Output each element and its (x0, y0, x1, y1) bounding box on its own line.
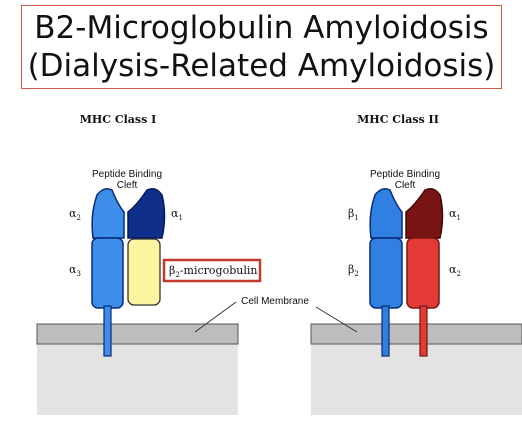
class1-cleft-label-line2: Cleft (117, 180, 138, 191)
class2-membrane-region (310, 323, 522, 415)
class1-transmembrane-stalk (103, 305, 112, 357)
title-line-1: B2-Microglobulin Amyloidosis (34, 10, 489, 46)
membrane-label: Cell Membrane (241, 296, 309, 307)
class1-alpha3-domain (91, 237, 124, 309)
class2-heading: MHC Class II (357, 113, 439, 126)
slide-title: B2-Microglobulin Amyloidosis (Dialysis-R… (21, 5, 502, 89)
b2m-highlight-box (162, 258, 262, 283)
class2-alpha-stalk (419, 305, 428, 357)
class2-beta2-label: β2 (348, 263, 359, 278)
class2-cytoplasm (311, 344, 522, 415)
class1-b2m-domain (127, 238, 161, 306)
class2-alpha2-label: α2 (449, 263, 461, 278)
class2-beta1-domain (369, 188, 403, 239)
class2-alpha1-label: α1 (449, 207, 461, 222)
class1-cytoplasm (37, 344, 238, 415)
b2m-label: β2-microgobulin (169, 264, 257, 279)
class2-beta1-label: β1 (348, 207, 359, 222)
class1-membrane (36, 323, 239, 345)
class2-cleft-label-line2: Cleft (395, 180, 416, 191)
mhc-class-1: Peptide Binding Cleft α2 α1 α3 β2-microg… (69, 169, 262, 357)
class2-alpha1-domain (405, 188, 444, 239)
class1-membrane-region (36, 323, 239, 415)
mhc-class-2: Peptide Binding Cleft β1 α1 β2 α2 (348, 169, 461, 357)
class1-alpha1-domain (127, 188, 166, 239)
class2-beta-stalk (381, 305, 390, 357)
membrane-pointer-left (194, 301, 237, 333)
class2-alpha2-domain (406, 237, 440, 309)
membrane-pointer-right (315, 306, 358, 333)
class2-membrane (310, 323, 522, 345)
class1-alpha2-domain (91, 188, 125, 239)
class1-alpha1-label: α1 (171, 207, 183, 222)
class2-cleft-label-line1: Peptide Binding (370, 169, 440, 180)
class2-beta2-domain (369, 237, 403, 309)
class1-cleft-label-line1: Peptide Binding (92, 169, 162, 180)
title-line-2: (Dialysis-Related Amyloidosis) (27, 48, 496, 84)
class1-alpha3-label: α3 (69, 263, 81, 278)
class1-heading: MHC Class I (80, 113, 157, 126)
class1-alpha2-label: α2 (69, 207, 81, 222)
